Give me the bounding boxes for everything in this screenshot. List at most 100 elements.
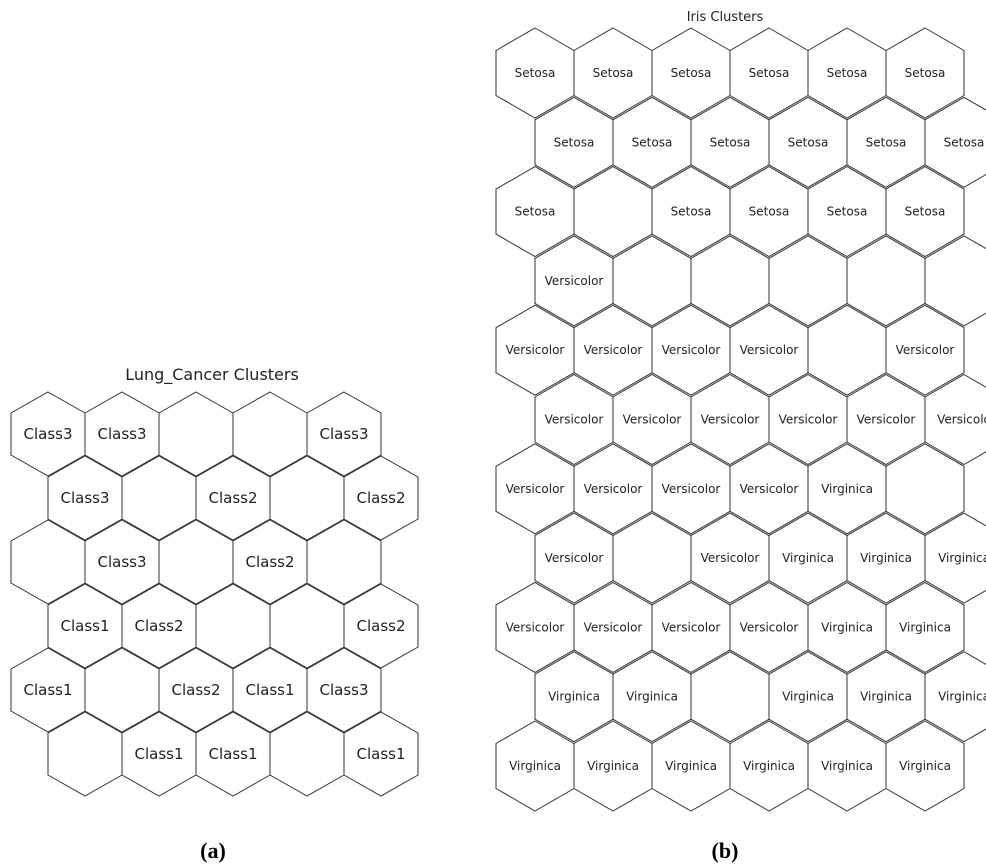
panel_b-hex-cell <box>885 27 965 119</box>
panel_b-cell-label: Versicolor <box>545 274 604 288</box>
panel_b-cell-label: Virginica <box>899 759 951 773</box>
panel_b-cell-label: Virginica <box>626 690 678 704</box>
panel_a-hex-cell <box>343 583 419 669</box>
panel_b-cell-label: Virginica <box>821 620 873 634</box>
panel_b-cell-label: Setosa <box>515 66 556 80</box>
panel_b-cell-label: Versicolor <box>740 620 799 634</box>
panel_a-cell-label: Class3 <box>319 681 368 699</box>
panel_b-cell-label: Versicolor <box>857 413 916 427</box>
panel_b-cell-label: Setosa <box>905 205 946 219</box>
panel_a-cell-label: Class3 <box>97 425 146 443</box>
panel_b-cell-label: Versicolor <box>779 413 838 427</box>
panel_a-cell-label: Class3 <box>97 553 146 571</box>
panel_b-hex-cell <box>924 235 986 327</box>
panel_a-cell-label: Class2 <box>171 681 220 699</box>
panel_a-cell-label: Class1 <box>134 745 183 763</box>
panel_a-hex-cell <box>306 519 382 605</box>
panel_b-hex-cell <box>885 720 965 812</box>
panel_a-cell-label: Class2 <box>356 489 405 507</box>
panel_b-cell-label: Setosa <box>554 135 595 149</box>
panel_b-cell-label: Virginica <box>938 551 986 565</box>
panel_a-hex-cell <box>343 455 419 541</box>
panel_b-cell-label: Versicolor <box>506 620 565 634</box>
panel_b-cell-label: Versicolor <box>545 551 604 565</box>
panel_b-hex-cell <box>924 512 986 604</box>
panel_b-hex-cell <box>885 581 965 673</box>
panel_b-cell-label: Virginica <box>938 690 986 704</box>
panel_a-cell-label: Class1 <box>245 681 294 699</box>
panel_b-cell-label: Versicolor <box>662 620 721 634</box>
panel_b-cell-label: Versicolor <box>662 343 721 357</box>
panel-b-title: Iris Clusters <box>687 10 764 25</box>
panel_a-cell-label: Class1 <box>23 681 72 699</box>
panel_b-cell-label: Virginica <box>782 690 834 704</box>
panel_a-hex-cell <box>343 711 419 797</box>
panel_b-cell-label: Setosa <box>749 205 790 219</box>
panel_b-cell-label: Versicolor <box>662 482 721 496</box>
panel_b-cell-label: Setosa <box>905 66 946 80</box>
panel_b-hex-cell <box>924 651 986 743</box>
panel_a-cell-label: Class1 <box>60 617 109 635</box>
panel_b-hex-cell <box>885 166 965 258</box>
panel_b-cell-label: Virginica <box>509 759 561 773</box>
panel-b-caption: (b) <box>712 838 739 863</box>
panel_b-cell-label: Virginica <box>860 690 912 704</box>
panel_b-cell-label: Versicolo <box>937 413 986 427</box>
panel_a-cell-label: Class2 <box>208 489 257 507</box>
panel-a-title: Lung_Cancer Clusters <box>125 365 299 385</box>
panel_b-cell-label: Versicolor <box>623 413 682 427</box>
panel_b-cell-label: Setosa <box>710 135 751 149</box>
panel_b-cell-label: Versicolor <box>584 482 643 496</box>
panel-a-caption: (a) <box>200 838 226 863</box>
panel_a-cell-label: Class2 <box>356 617 405 635</box>
panel_b-cell-label: Versicolor <box>701 413 760 427</box>
panel_a-cell-label: Class1 <box>356 745 405 763</box>
panel_a-cell-label: Class2 <box>245 553 294 571</box>
panel_a-cell-label: Class2 <box>134 617 183 635</box>
panel_b-cell-label: Setosa <box>593 66 634 80</box>
panel_a-cell-label: Class1 <box>208 745 257 763</box>
panel_b-cell-label: Virginica <box>821 482 873 496</box>
panel_b-cell-label: Setosa <box>944 135 985 149</box>
panel_b-cell-label: Virginica <box>548 690 600 704</box>
panel_b-cell-label: Virginica <box>821 759 873 773</box>
panel_a-cell-label: Class3 <box>23 425 72 443</box>
panel_a-hex-cell <box>306 647 382 733</box>
panel_b-cell-label: Versicolor <box>584 343 643 357</box>
panel_b-cell-label: Versicolor <box>740 482 799 496</box>
panel_a-hex-cell <box>306 391 382 477</box>
panel_b-cell-label: Virginica <box>743 759 795 773</box>
panel_b-hex-cell <box>924 373 986 466</box>
panel_b-cell-label: Versicolor <box>506 343 565 357</box>
panel_b-cell-label: Versicolor <box>545 413 604 427</box>
panel_b-cell-label: Virginica <box>899 620 951 634</box>
panel_b-cell-label: Versicolor <box>506 482 565 496</box>
panel_a-cell-label: Class3 <box>319 425 368 443</box>
panel_b-cell-label: Setosa <box>827 205 868 219</box>
panel_b-cell-label: Setosa <box>671 66 712 80</box>
panel_b-cell-label: Setosa <box>827 66 868 80</box>
panel_b-cell-label: Setosa <box>671 205 712 219</box>
panel_b-cell-label: Setosa <box>866 135 907 149</box>
panel_b-cell-label: Versicolor <box>740 343 799 357</box>
panel_b-cell-label: Virginica <box>860 551 912 565</box>
panel_b-cell-label: Virginica <box>665 759 717 773</box>
panel_b-cell-label: Setosa <box>788 135 829 149</box>
panel_b-cell-label: Virginica <box>587 759 639 773</box>
panel_b-cell-label: Setosa <box>515 205 556 219</box>
panel_b-hex-cell <box>885 443 965 535</box>
panel_b-cell-label: Versicolor <box>584 620 643 634</box>
panel_b-hex-cell <box>885 304 965 396</box>
panel_b-cell-label: Versicolor <box>896 343 955 357</box>
panel_b-cell-label: Virginica <box>782 551 834 565</box>
panel_b-hex-cell <box>924 96 986 188</box>
panel_a-cell-label: Class3 <box>60 489 109 507</box>
panel_b-cell-label: Setosa <box>632 135 673 149</box>
panel_b-cell-label: Setosa <box>749 66 790 80</box>
panel_b-cell-label: Versicolor <box>701 551 760 565</box>
